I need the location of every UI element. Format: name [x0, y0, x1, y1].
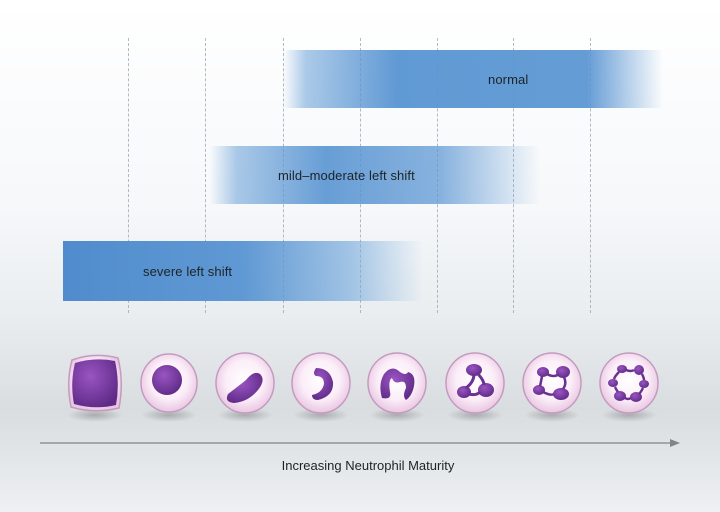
cell-row: [0, 350, 720, 430]
metamyelocyte-icon: [290, 350, 352, 416]
promyelocyte-icon: [138, 350, 200, 416]
band-mild-label: mild–moderate left shift: [278, 167, 415, 183]
guide-line: [590, 38, 591, 313]
axis-label: Increasing Neutrophil Maturity: [281, 458, 455, 473]
band-severe-left-shift: severe left shift: [63, 241, 423, 301]
myeloblast-icon: [64, 350, 126, 416]
band-mild-moderate-left-shift: mild–moderate left shift: [210, 146, 540, 204]
band-severe-label: severe left shift: [143, 263, 233, 279]
guide-line: [128, 38, 129, 313]
maturity-axis-arrow: [40, 439, 680, 447]
guide-line: [205, 38, 206, 313]
segmented-neutrophil-4-lobe-icon: [521, 350, 583, 416]
myelocyte-icon: [214, 350, 276, 416]
segmented-neutrophil-3-lobe-icon: [444, 350, 506, 416]
hypersegmented-neutrophil-icon: [598, 350, 660, 416]
band-normal-label: normal: [488, 71, 529, 87]
band-normal: normal: [283, 50, 663, 108]
band-neutrophil-icon: [366, 350, 428, 416]
